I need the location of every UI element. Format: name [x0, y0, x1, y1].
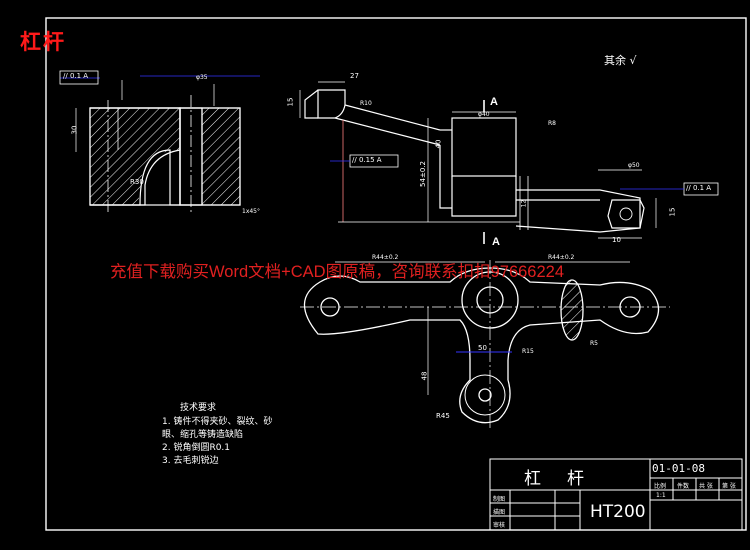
row-label-review: 审核 [493, 522, 506, 529]
dim-r45: R45 [436, 412, 450, 420]
row-label-draw: 制图 [493, 496, 506, 503]
tech-line-2: 眼、缩孔等铸造缺陷 [162, 430, 244, 440]
side-elevation-view [299, 81, 719, 244]
section-label-top: A [490, 96, 498, 108]
technical-requirements: 技术要求 1. 铸件不得夹砂、裂纹、砂 眼、缩孔等铸造缺陷 2. 锐角倒圆R0.… [162, 402, 272, 468]
dim-r15: R15 [522, 348, 534, 355]
dim-12: 12 [520, 199, 528, 208]
dim-h15: 15 [286, 97, 295, 107]
part-name: 杠杆 [524, 469, 610, 489]
dim-50: φ50 [628, 162, 640, 169]
dim-r5: R5 [590, 340, 598, 347]
tech-heading: 技术要求 [180, 403, 217, 413]
dim-chamfer: 1x45° [242, 208, 261, 215]
tech-line-1: 1. 铸件不得夹砂、裂纹、砂 [162, 417, 273, 427]
dim-tol-right: // 0.1 A [686, 184, 712, 192]
col-label-total: 共 张 [699, 483, 713, 490]
drawing-frame [45, 17, 747, 531]
col-label-sheet: 第 张 [722, 483, 736, 490]
dim-r10: R10 [360, 100, 372, 107]
dim-30: 30 [70, 125, 79, 135]
col-label-qty: 件数 [677, 483, 690, 490]
dim-tol-left: // 0.1 A [63, 72, 89, 80]
dim-27: 27 [350, 72, 359, 80]
scale-value: 1:1 [656, 492, 666, 499]
roughness-note: 其余 √ [604, 52, 637, 68]
dim-15: 15 [668, 207, 677, 217]
row-label-trace: 描图 [493, 509, 506, 516]
tech-line-3: 2. 锐角倒圆R0.1 [162, 443, 231, 453]
dim-r44-left: R44±0.2 [372, 254, 399, 261]
header-label: 杠杆 [20, 29, 66, 54]
plan-view [300, 260, 670, 430]
drawing-code: 01-01-08 [652, 462, 705, 475]
dim-48: 48 [420, 371, 429, 381]
watermark-text: 充值下载购买Word文档+CAD图原稿，咨询联系扣扣97666224 [110, 263, 565, 281]
tech-line-4: 3. 去毛刺锐边 [162, 456, 219, 466]
dim-35: φ35 [196, 74, 208, 81]
section-label-bottom: A [492, 236, 500, 248]
dim-r8: R8 [548, 120, 556, 127]
dim-r30: R30 [130, 178, 144, 186]
title-block [489, 458, 743, 531]
roughness-symbol-icon: √ [629, 54, 637, 67]
dim-54: 54±0.2 [418, 161, 427, 187]
dim-50b: 50 [478, 344, 487, 352]
dim-r44-right: R44±0.2 [548, 254, 575, 261]
dim-tol-mid: // 0.15 A [352, 156, 382, 164]
dim-h40: 40 [434, 139, 443, 149]
dim-40: φ40 [478, 111, 490, 118]
roughness-label: 其余 [604, 54, 626, 67]
dim-10: 10 [612, 236, 621, 244]
material: HT200 [590, 502, 646, 522]
left-section-view [59, 70, 260, 215]
col-label-scale: 比例 [654, 483, 667, 490]
